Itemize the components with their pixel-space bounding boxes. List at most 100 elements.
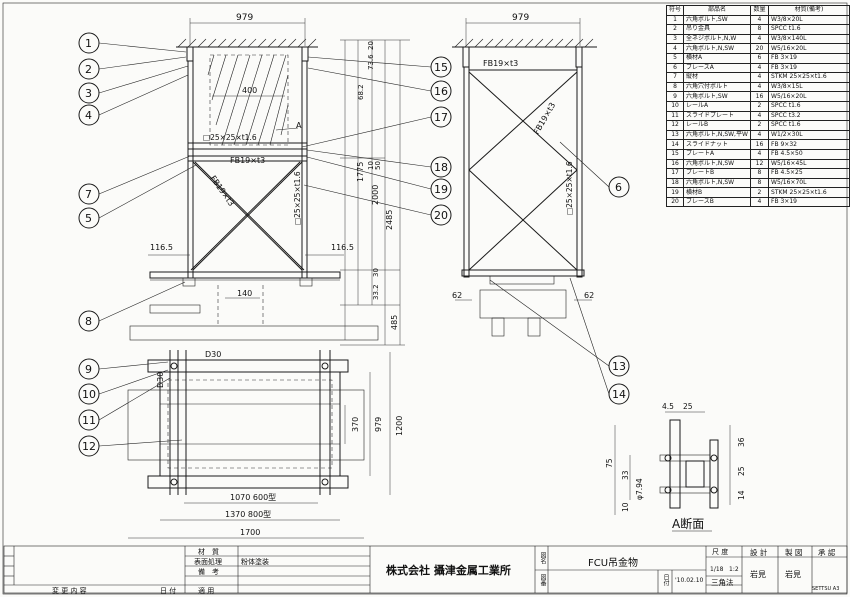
tb-design-label: 設 計 <box>750 548 768 557</box>
tb-date-label: 日 付 <box>160 587 177 595</box>
side-width-dim: 979 <box>512 13 529 23</box>
front-base-dim: 140 <box>237 289 252 298</box>
front-inner-dim: 400 <box>242 86 257 95</box>
part-no: 8 <box>665 81 685 93</box>
part-material: W3/8×20L <box>768 14 850 26</box>
part-name: 六角ボルト,N,SW,平W <box>683 129 751 141</box>
detail-left-dim-1: 75 <box>605 458 614 468</box>
part-no: 1 <box>665 14 685 26</box>
balloon-3: 3 <box>85 87 92 100</box>
leader-lines <box>98 42 610 447</box>
part-name: レールA <box>683 100 751 112</box>
detail-top-dim-2: 25 <box>683 402 693 411</box>
part-material: W5/16×20L <box>768 91 850 102</box>
tb-remarks-label: 備 考 <box>198 568 219 576</box>
part-name: 全ネジボルト,N,W <box>683 33 751 45</box>
part-no: 18 <box>665 177 685 189</box>
balloon-10: 10 <box>82 388 96 401</box>
part-name: ブレースA <box>683 62 751 74</box>
part-qty: 2 <box>749 120 770 131</box>
tb-scale-value-1: 1/18 <box>710 566 724 573</box>
part-qty: 16 <box>749 91 770 102</box>
part-name: 六角ボルト,N,SW <box>683 177 751 189</box>
plan-dim-1200: 1200 <box>395 416 404 436</box>
tb-company: 株式会社 攝津金属工業所 <box>386 564 511 577</box>
balloon-19: 19 <box>434 183 448 196</box>
side-left-dim: 62 <box>452 291 462 300</box>
part-qty: 16 <box>749 139 770 150</box>
part-name: 六角ボルト,SW <box>683 91 751 102</box>
tb-design-value: 岩見 <box>750 570 766 579</box>
balloon-14: 14 <box>612 388 626 401</box>
part-material: SPCC t3.2 <box>768 110 850 122</box>
part-name: プレートB <box>683 168 751 179</box>
part-name: 六角穴付ボルト <box>683 81 751 93</box>
dim-50: 50 <box>374 161 382 170</box>
part-qty: 8 <box>749 24 770 35</box>
part-qty: 12 <box>749 158 770 170</box>
balloon-2: 2 <box>85 63 92 76</box>
tb-number-label: 図番 <box>539 574 546 586</box>
part-no: 17 <box>665 168 685 179</box>
part-qty: 4 <box>749 14 770 26</box>
plan-dim-1700: 1700 <box>240 528 260 537</box>
part-material: STKM 25×25×t1.6 <box>768 72 850 83</box>
header-name: 部品名 <box>683 5 751 16</box>
tb-scale-value-2: 1:2 <box>729 566 739 573</box>
part-name: ブレースB <box>683 196 751 208</box>
tb-drafting-label: 製 図 <box>785 548 803 557</box>
tb-surface-value: 粉体塗装 <box>241 558 269 566</box>
balloon-5: 5 <box>85 212 92 225</box>
tb-sheet-code: SETTSU A3 <box>812 586 840 592</box>
balloon-6: 6 <box>615 181 622 194</box>
detail-right-dim-1: 36 <box>737 437 746 447</box>
plan-d30-top: D30 <box>205 350 221 359</box>
tb-drawing-label: 図名 <box>539 552 546 564</box>
dim-68-2: 68.2 <box>357 84 365 100</box>
part-name: スライドナット <box>683 139 751 150</box>
part-no: 6 <box>665 62 685 74</box>
front-member-label-2: □25×25×t1.6 <box>293 171 302 225</box>
plan-dim-370: 370 <box>351 417 360 432</box>
dim-20: 20 <box>367 41 375 50</box>
part-qty: 2 <box>749 187 770 198</box>
balloon-15: 15 <box>434 61 448 74</box>
dim-1775: 1775 <box>356 162 365 182</box>
tb-surface-label: 表面処理 <box>194 558 222 566</box>
dim-30: 30 <box>372 268 380 277</box>
balloon-12: 12 <box>82 440 96 453</box>
dim-2485: 2485 <box>385 210 394 230</box>
part-name: 六角ボルト,N,SW <box>683 158 751 170</box>
part-material: W1/2×30L <box>768 129 850 141</box>
detail-left-dim-2: 33 <box>621 470 630 480</box>
detail-a-ref: A <box>296 121 302 130</box>
part-qty: 4 <box>749 196 770 208</box>
plan-dim-1070: 1070 600型 <box>230 493 276 502</box>
part-qty: 4 <box>749 62 770 74</box>
front-member-label-1: □25×25×t1.6 <box>203 133 257 142</box>
balloon-11: 11 <box>82 414 96 427</box>
part-no: 13 <box>665 129 685 141</box>
part-qty: 4 <box>749 129 770 141</box>
part-material: FB 4.5×50 <box>768 148 850 160</box>
detail-a-title: A断面 <box>672 516 704 531</box>
dim-10: 10 <box>367 161 375 170</box>
part-material: STKM 25×25×t1.6 <box>768 187 850 198</box>
title-block-frame <box>3 545 848 594</box>
tb-apply-label: 適 用 <box>198 587 215 595</box>
part-no: 12 <box>665 120 685 131</box>
